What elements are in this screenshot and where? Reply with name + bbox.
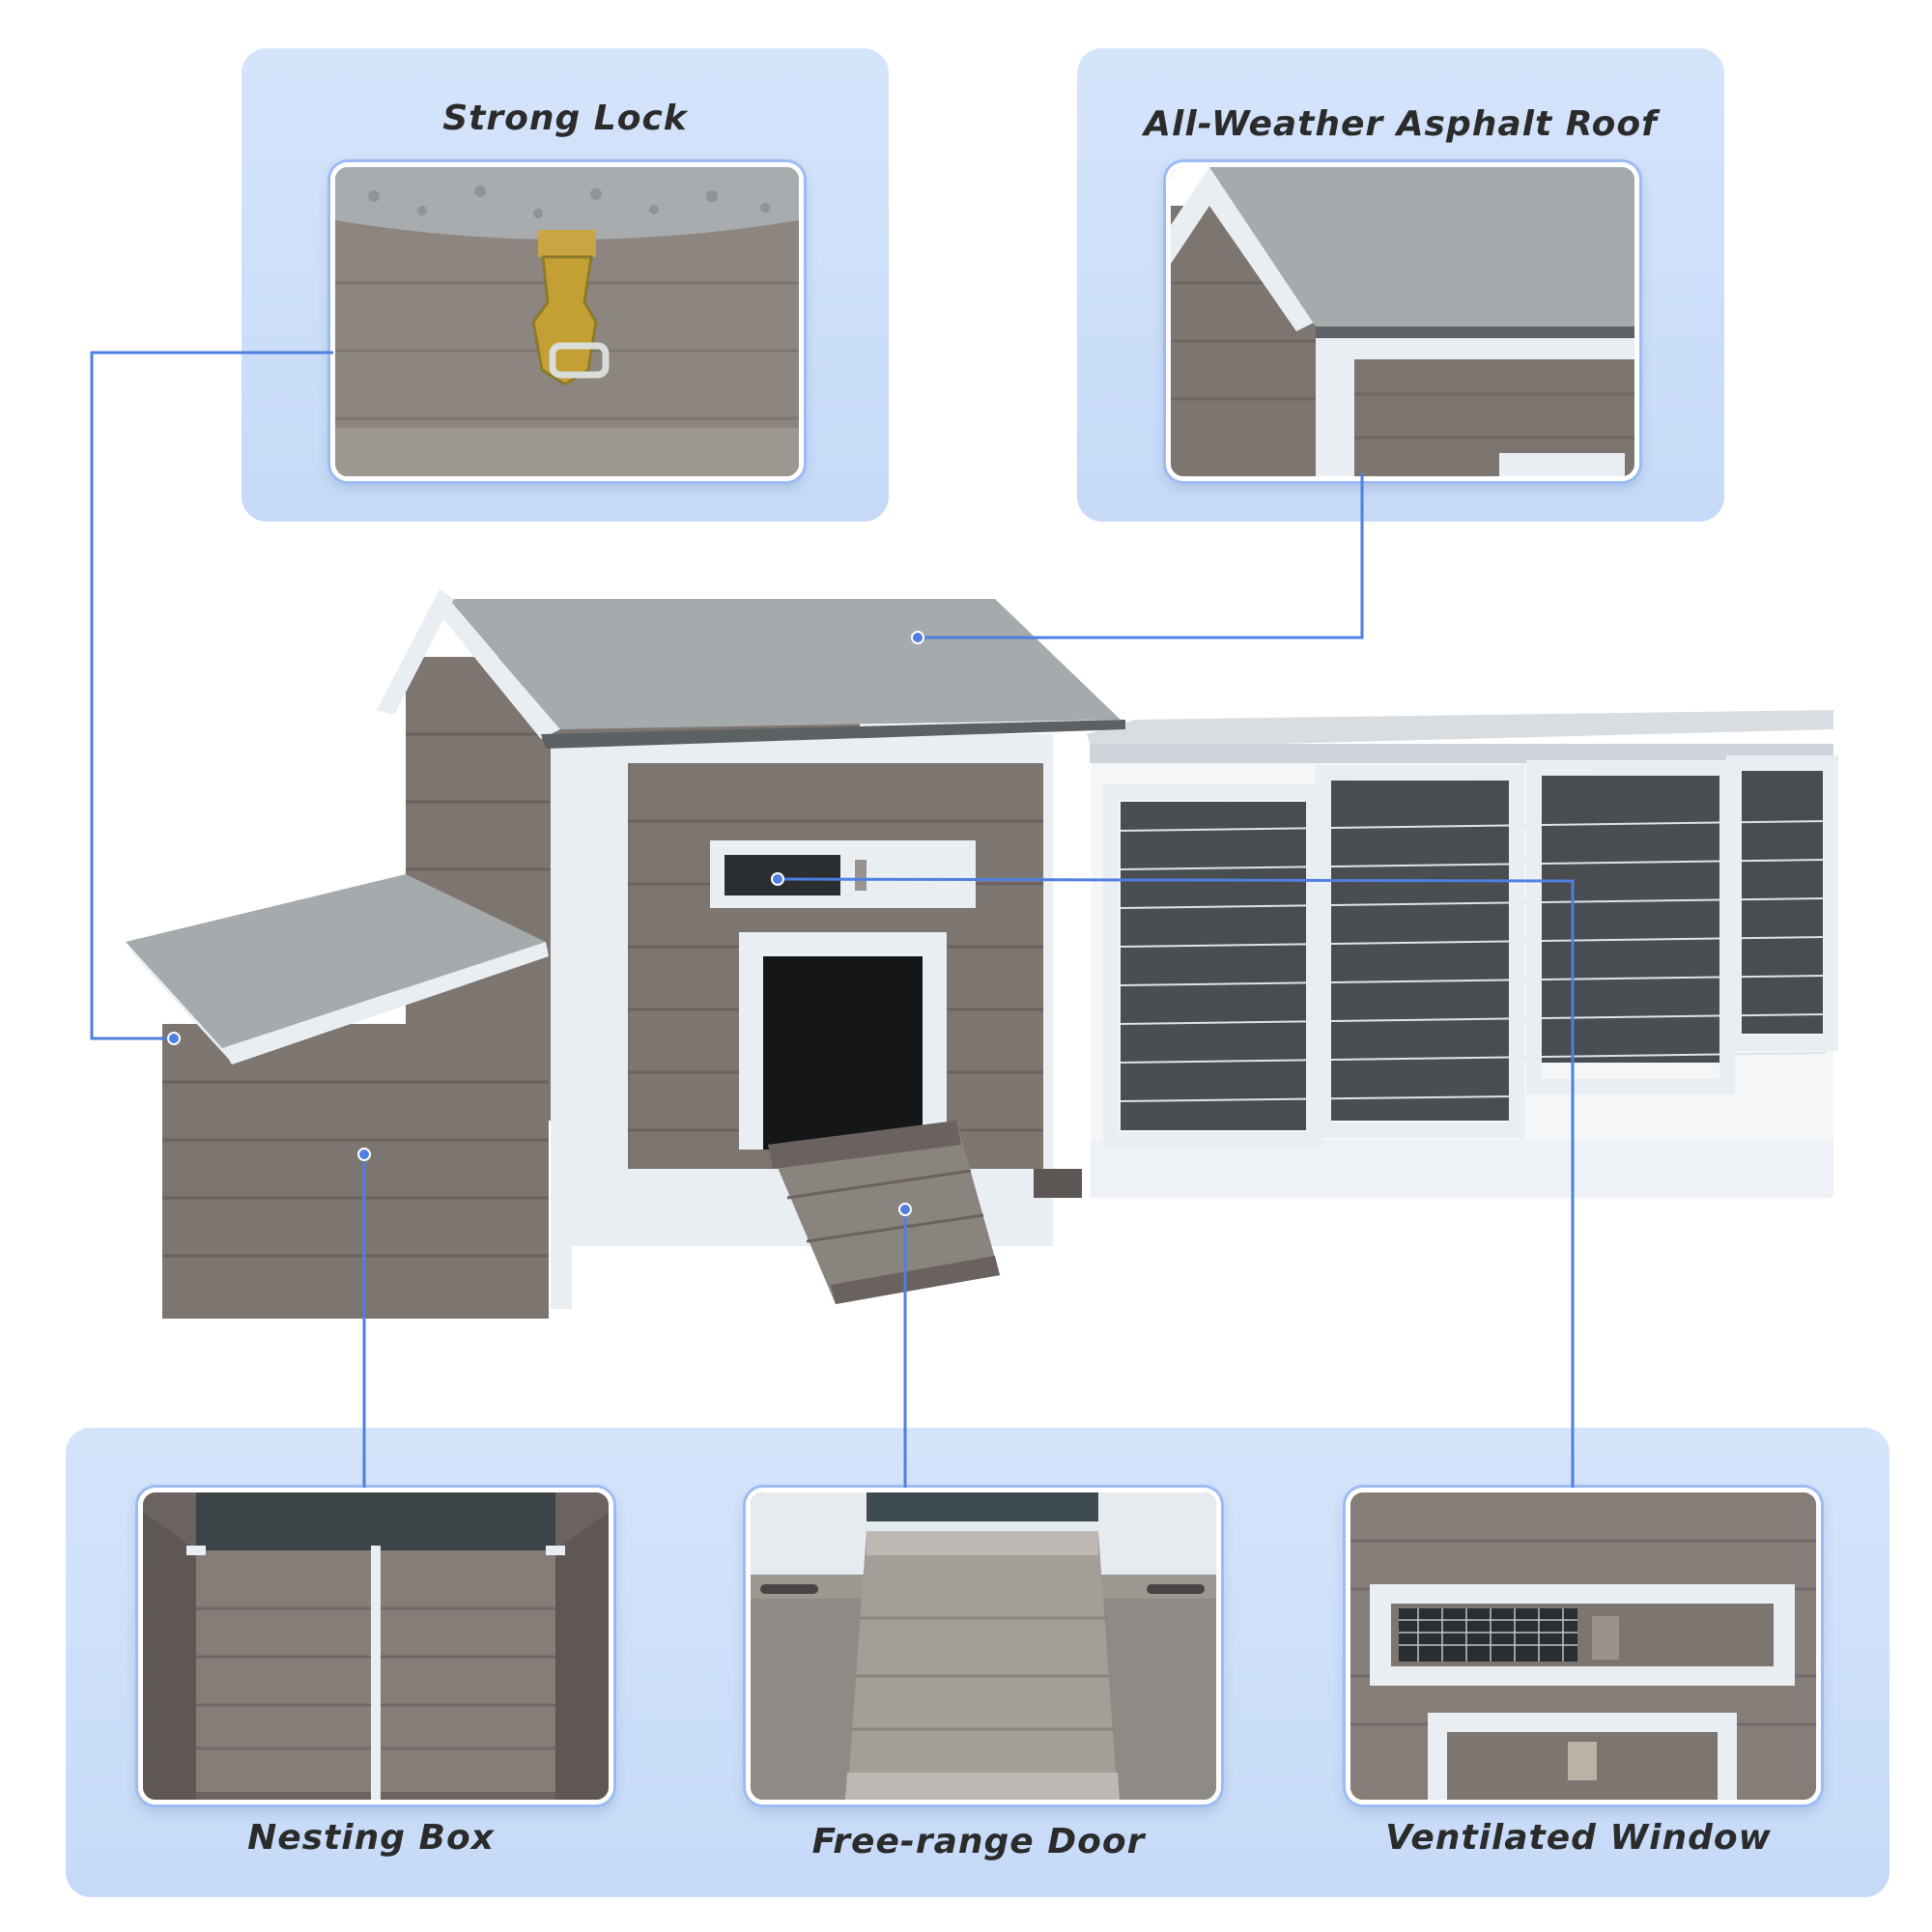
latch-icon (335, 167, 799, 476)
ventilated-window-label: Ventilated Window (1385, 1818, 1772, 1858)
strong-lock-label: Strong Lock (442, 99, 688, 138)
asphalt-roof-photo (1166, 162, 1639, 481)
nesting-box-icon (143, 1492, 609, 1800)
nesting-box-unit (126, 874, 549, 1319)
strong-lock-photo (330, 162, 804, 481)
free-range-door-photo (746, 1488, 1221, 1804)
free-range-door-label: Free-range Door (811, 1822, 1146, 1861)
nesting-box-photo (138, 1488, 613, 1804)
ramp-door-icon (751, 1492, 1216, 1800)
roof-icon (1171, 167, 1634, 476)
ventilated-window-photo (1346, 1488, 1821, 1804)
strong-lock-panel: Strong Lock (242, 48, 889, 522)
nesting-box-label: Nesting Box (247, 1818, 495, 1858)
coop-house (377, 589, 1125, 1309)
vent-window-icon (1350, 1492, 1816, 1800)
chicken-run (1087, 710, 1838, 1198)
free-range-ramp (768, 1121, 1000, 1304)
asphalt-roof-label: All-Weather Asphalt Roof (1144, 104, 1658, 144)
asphalt-roof-panel: All-Weather Asphalt Roof (1077, 48, 1724, 522)
